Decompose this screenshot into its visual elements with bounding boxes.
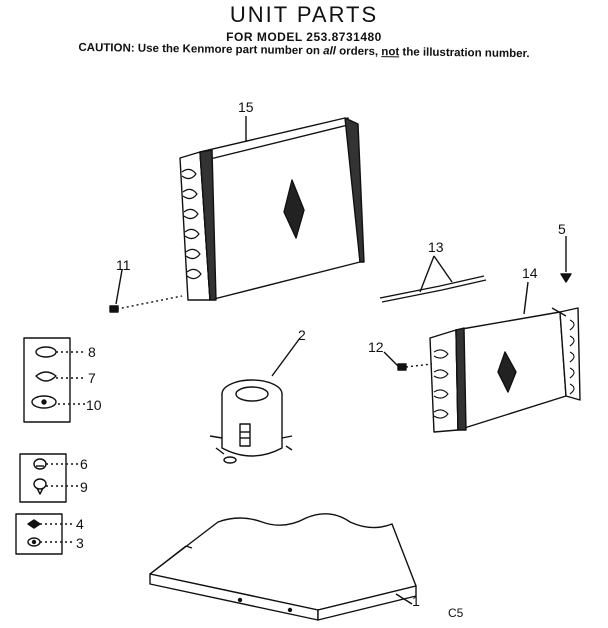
rods-part-13 [379, 255, 487, 303]
callout-12: 12 [368, 339, 384, 355]
page-title: UNIT PARTS [229, 2, 379, 27]
callout-14: 14 [522, 265, 538, 281]
parts-box-6-9 [19, 453, 78, 503]
condenser-coil-part-15 [179, 117, 365, 301]
callout-11: 11 [116, 257, 131, 273]
callout-5: 5 [558, 221, 566, 237]
callout-8: 8 [88, 344, 96, 360]
callout-3: 3 [76, 535, 84, 551]
base-pan-part-1 [149, 513, 417, 621]
callout-4: 4 [76, 516, 84, 532]
screw-part-11 [109, 269, 183, 313]
parts-box-4-3 [15, 513, 72, 555]
screw-part-12 [383, 351, 433, 371]
callout-1: 1 [412, 593, 420, 609]
page-code: C5 [448, 606, 464, 620]
callout-10: 10 [86, 397, 102, 413]
callout-7: 7 [88, 370, 96, 386]
callout-9: 9 [80, 479, 88, 495]
evaporator-coil-part-14 [429, 281, 581, 433]
callout-6: 6 [80, 456, 88, 472]
model-line: FOR MODEL 253.8731480 [226, 30, 382, 44]
screw-part-5 [560, 236, 572, 283]
parts-box-8-7-10 [23, 337, 86, 423]
callout-2: 2 [298, 327, 306, 343]
callout-13: 13 [428, 239, 444, 255]
compressor-part-2 [209, 337, 301, 464]
callout-15: 15 [238, 99, 254, 115]
